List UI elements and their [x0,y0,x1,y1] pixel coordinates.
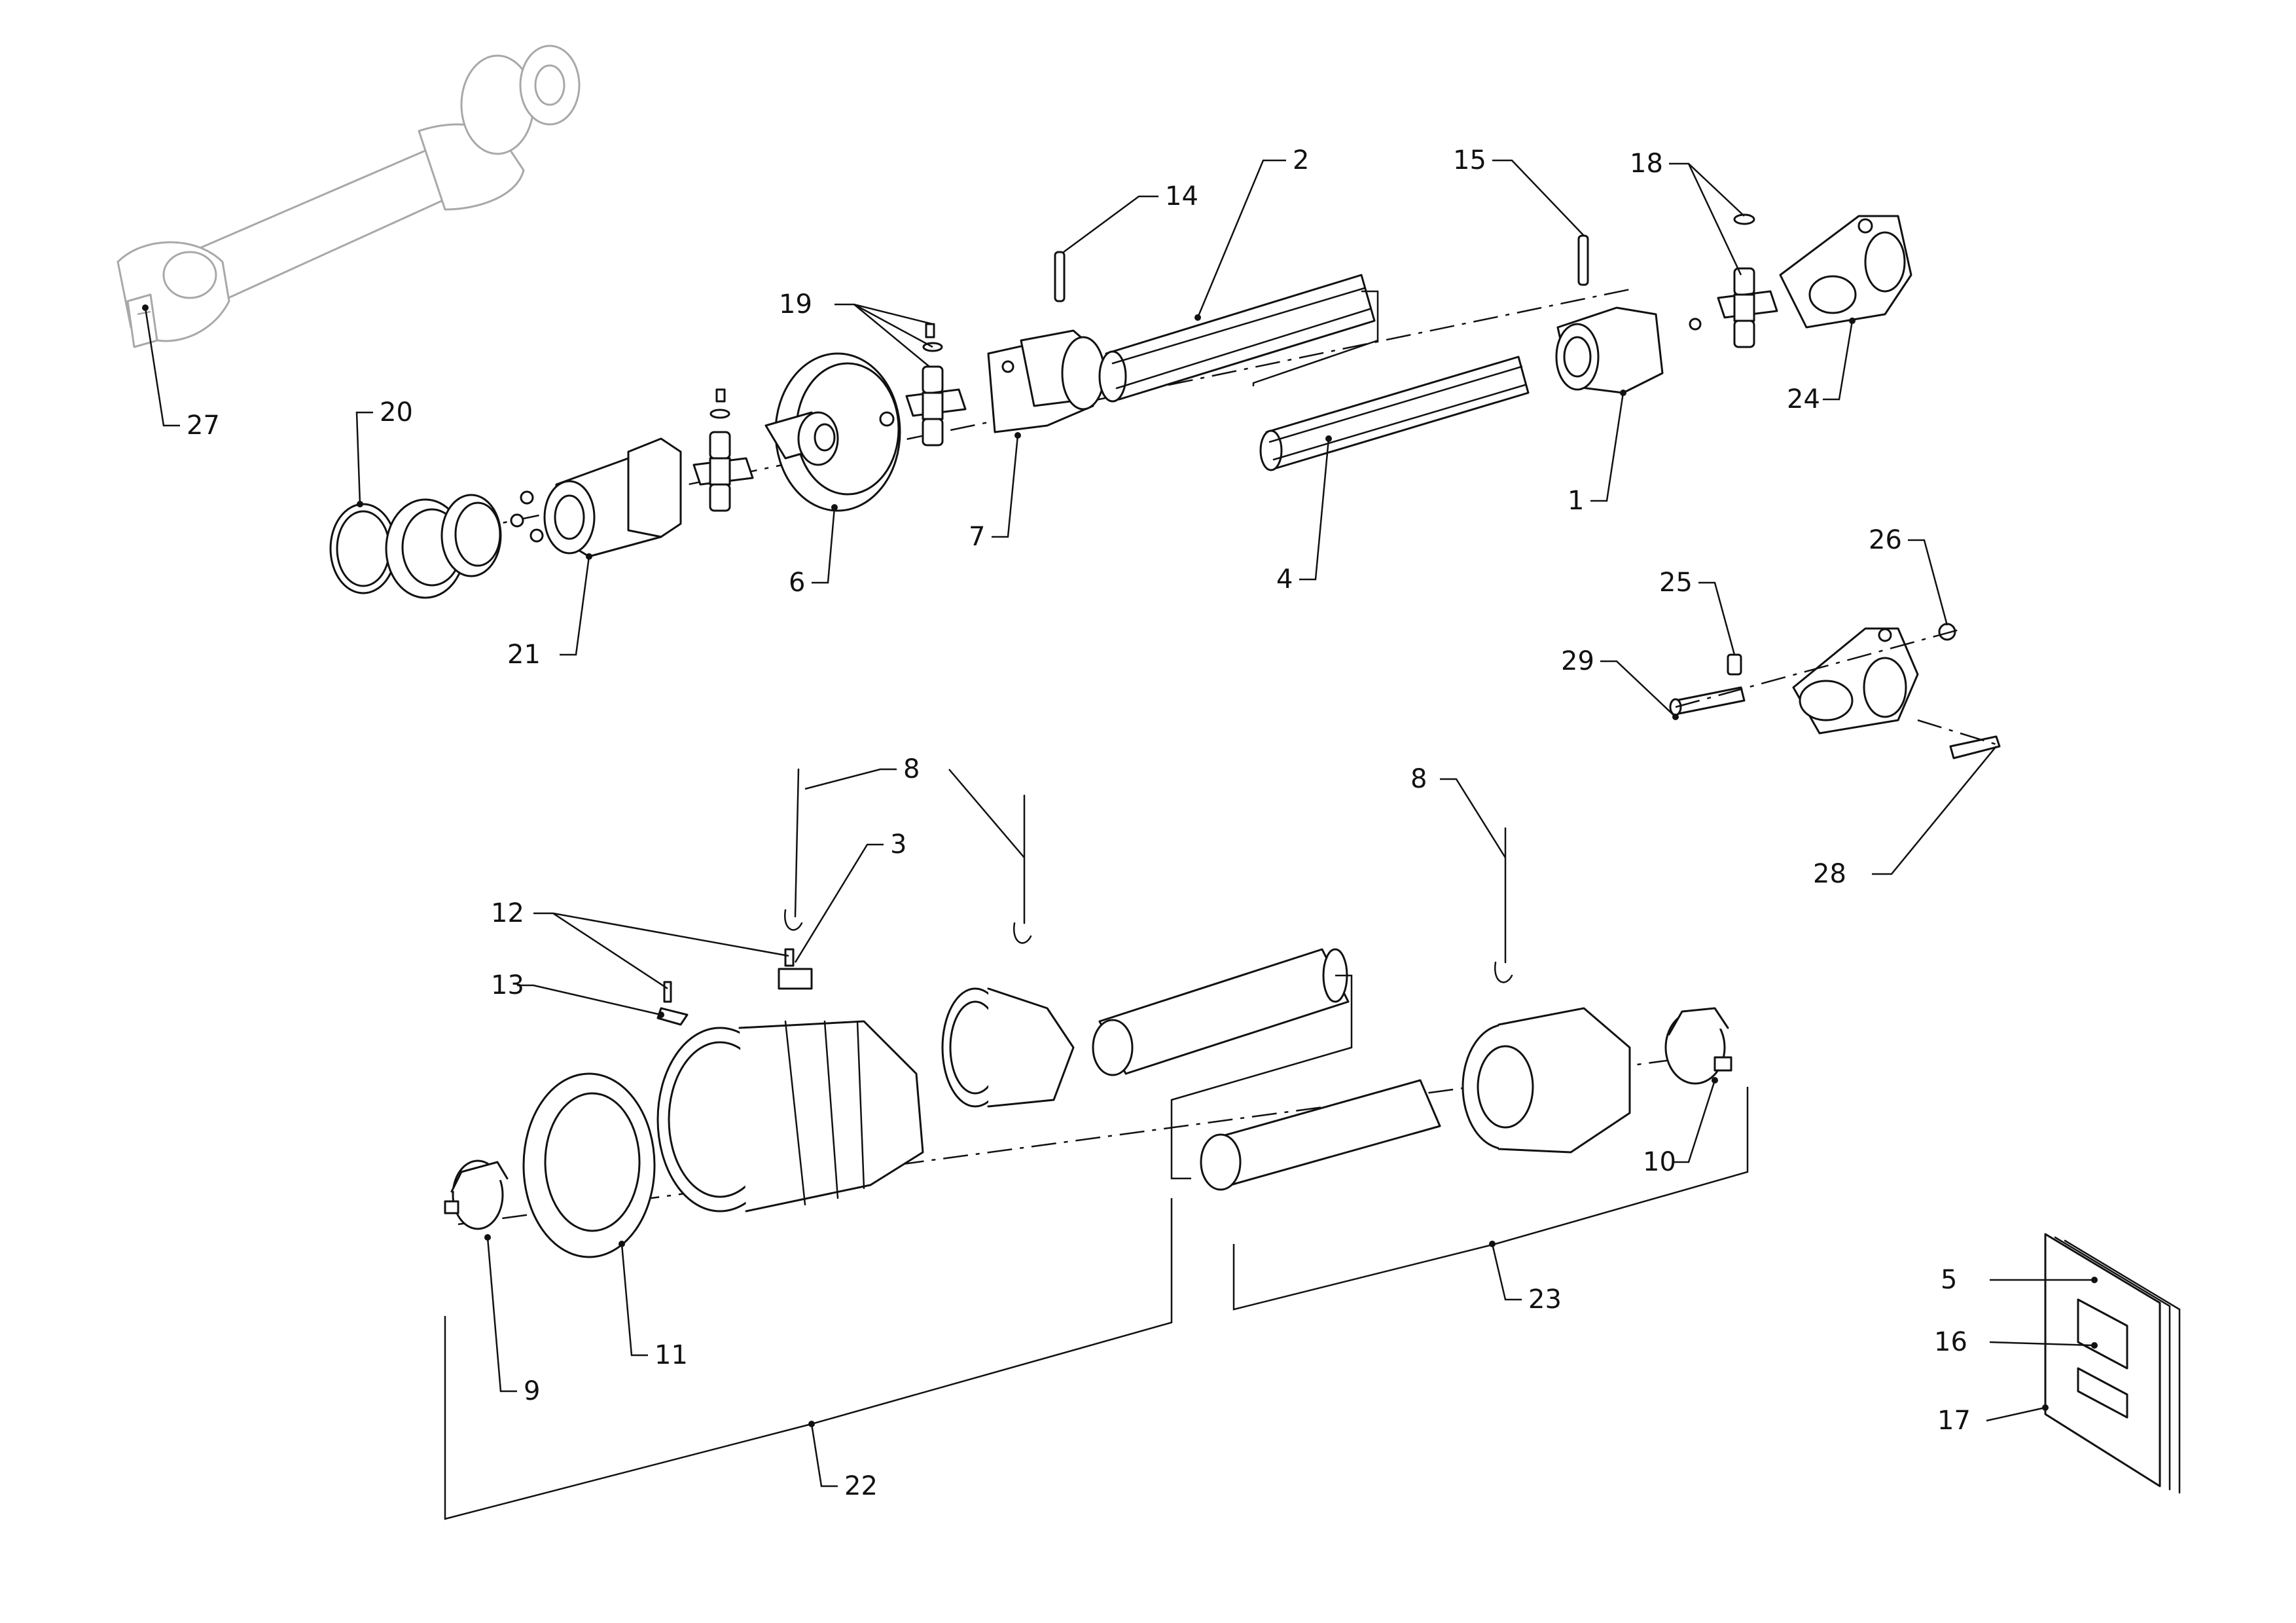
callout-12: 12 [491,898,524,928]
callout-4: 4 [1276,564,1293,594]
callout-leaders [142,159,2098,1520]
yoke-24 [1779,215,1912,329]
bolt-axis [1917,719,2003,748]
callout-25: 25 [1659,568,1693,598]
callout-3: 3 [890,830,906,860]
safety-chain-left [783,768,803,931]
roll-pin-15 [1577,234,1589,286]
splined-yoke-21 [543,437,682,558]
guard-cone-inner [941,987,1075,1108]
quick-release-yoke [1669,623,2001,759]
callout-5: 5 [1941,1265,1957,1295]
complete-driveshaft-overview [117,45,581,348]
cross-kit-left [692,431,754,512]
roll-pin-14 [1054,251,1066,302]
grease-fittings-19 [709,388,730,419]
guard-clips [656,948,813,1026]
callout-22: 22 [844,1471,878,1501]
callout-17: 17 [1937,1406,1971,1436]
callout-18: 18 [1630,149,1663,179]
callout-29: 29 [1561,646,1594,676]
inner-yoke-1 [1555,306,1664,394]
callout-9: 9 [524,1376,540,1406]
callout-26: 26 [1869,525,1902,555]
guard-flange-11 [522,1072,656,1258]
manual-booklet [2044,1233,2181,1494]
cross-kit-right [1689,213,1778,348]
callout-1: 1 [1568,486,1584,516]
callout-6: 6 [789,568,805,598]
callout-labels: 27 2 14 15 18 19 20 24 7 1 6 4 21 26 25 … [187,145,1971,1501]
callout-2: 2 [1293,145,1309,175]
guard-bearing-10 [1664,1007,1732,1085]
guard-cone-right [1462,1007,1631,1154]
ring-seals [385,490,544,599]
guard-bearing-9 [444,1159,509,1230]
torque-limiter-6 [764,352,901,512]
outer-profile-tube-2 [1098,274,1376,403]
callout-16: 16 [1934,1327,1967,1357]
callout-27: 27 [187,410,220,441]
callout-7: 7 [969,522,985,552]
callout-19: 19 [779,289,812,319]
inner-yoke-7 [987,329,1105,433]
guard-tube-break-upper [1170,974,1353,1106]
callout-13: 13 [491,970,524,1000]
callout-24: 24 [1787,384,1820,414]
callout-23: 23 [1528,1285,1562,1315]
cross-kit-middle [905,323,967,447]
callout-8-left: 8 [903,754,920,784]
callout-28: 28 [1813,859,1846,889]
outer-guard-tube [1092,948,1350,1076]
inner-profile-tube-4 [1259,356,1530,471]
callout-8-right: 8 [1410,764,1427,794]
safety-chain-middle [1013,794,1032,944]
quick-release-axis [1675,627,1964,708]
callout-20: 20 [380,397,413,428]
safety-chain-right [1494,827,1513,983]
guard-cone-bellows [656,1020,924,1213]
callout-14: 14 [1165,181,1198,211]
callout-10: 10 [1643,1147,1676,1177]
callout-15: 15 [1453,145,1486,175]
tube-break-lines [1252,290,1379,386]
callout-21: 21 [507,640,541,670]
callout-11: 11 [655,1340,688,1370]
guard-tube-break-lower [1170,1106,1191,1180]
upper-center-axis [340,287,1637,558]
inner-guard-tube [1200,1079,1441,1191]
